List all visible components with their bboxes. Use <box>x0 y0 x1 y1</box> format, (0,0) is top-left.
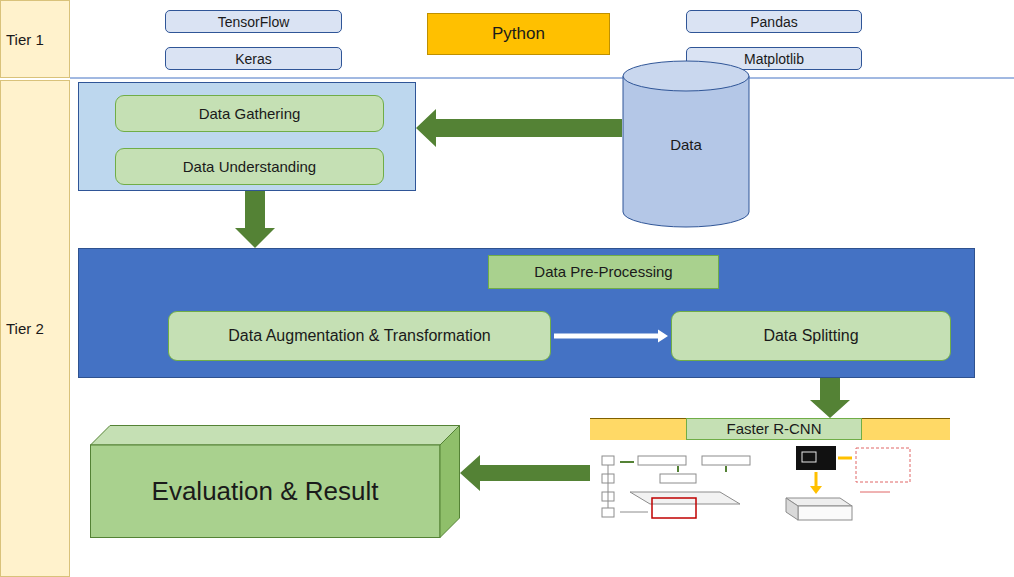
box-label: Pandas <box>750 14 797 30</box>
language-box: Python <box>427 13 610 55</box>
stage-group: Data Pre-ProcessingData Augmentation & T… <box>78 248 975 378</box>
flow-arrow <box>810 378 850 418</box>
stage-group: Data GatheringData Understanding <box>78 82 416 191</box>
tier-label: Tier 2 <box>0 80 70 577</box>
flow-arrow <box>460 455 590 491</box>
process-box: Data Gathering <box>115 95 384 132</box>
tool-box: Keras <box>165 47 342 70</box>
process-box: Data Understanding <box>115 148 384 185</box>
tool-box: TensorFlow <box>165 10 342 33</box>
box-label: Matplotlib <box>744 51 804 67</box>
process-box: Data Augmentation & Transformation <box>168 311 551 361</box>
box-label: Tier 1 <box>6 31 44 48</box>
result-block: Evaluation & Result <box>90 425 460 538</box>
tier-label: Tier 1 <box>0 0 70 78</box>
model-block: Faster R-CNN <box>590 418 950 522</box>
flow-arrow <box>235 191 275 248</box>
flow-arrow <box>416 109 622 147</box>
stage-heading: Data Pre-Processing <box>488 255 719 289</box>
tool-box: Pandas <box>686 10 862 33</box>
box-label: Evaluation & Result <box>152 476 379 507</box>
box-label: Data Gathering <box>199 105 301 122</box>
process-box: Data Splitting <box>671 311 951 361</box>
box-label: Data Understanding <box>183 158 316 175</box>
box-label: Tier 2 <box>6 320 44 337</box>
box-label: Data Splitting <box>763 327 858 345</box>
box-label: Keras <box>235 51 272 67</box>
box-label: TensorFlow <box>218 14 290 30</box>
box-label: Data <box>670 136 702 153</box>
stage-heading: Faster R-CNN <box>686 418 862 440</box>
faster-rcnn-illustration <box>590 442 950 522</box>
box-label: Data Augmentation & Transformation <box>228 327 490 345</box>
box-label: Python <box>492 24 545 44</box>
database-cylinder: Data <box>622 60 750 228</box>
tier-divider <box>70 78 1014 79</box>
